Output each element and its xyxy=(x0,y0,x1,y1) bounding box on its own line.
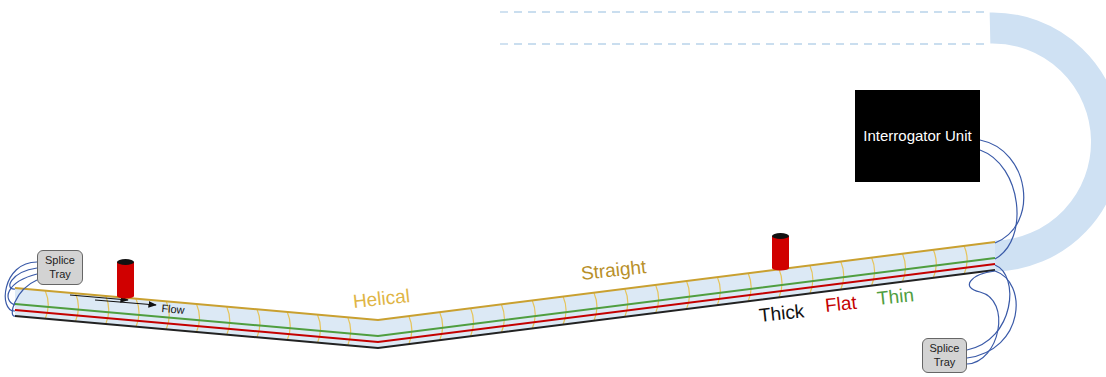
pipe-bend xyxy=(990,28,1106,256)
helical-wrap xyxy=(76,293,79,321)
sensor-cylinder xyxy=(772,233,789,271)
helical-wrap xyxy=(227,307,230,335)
helical-wrap xyxy=(656,285,659,313)
cylinder-top xyxy=(117,259,134,265)
helical-wrap xyxy=(810,265,813,293)
helical-wrap xyxy=(933,250,936,278)
helical-wrap xyxy=(779,269,782,297)
helical-wrap xyxy=(45,291,48,319)
sensor-cylinder xyxy=(117,259,134,299)
flat-fiber xyxy=(15,264,995,342)
helical-fiber xyxy=(15,242,995,320)
helical-wrap xyxy=(717,277,720,305)
dashed-pipe-edge xyxy=(500,11,990,12)
helical-wrap xyxy=(687,281,690,309)
helical-wrap xyxy=(318,315,321,343)
helical-wrap xyxy=(563,297,566,325)
helical-wrap xyxy=(594,293,597,321)
cable xyxy=(967,271,999,364)
node-text: Splice Tray xyxy=(40,254,80,280)
flow-arrow xyxy=(95,300,156,305)
fiber-label: Thick xyxy=(758,301,805,327)
helical-wrap xyxy=(841,262,844,290)
helical-wrap xyxy=(287,312,290,340)
dashed-pipe-edge xyxy=(500,43,990,44)
node-text: Splice Tray xyxy=(925,342,964,368)
node-text: Interrogator Unit xyxy=(863,127,971,145)
cylinder-body xyxy=(117,262,134,296)
helical-wrap xyxy=(257,309,260,337)
fiber-label: Flat xyxy=(824,293,858,317)
cable xyxy=(967,271,1016,358)
helical-wrap xyxy=(625,289,628,317)
interrogator-box: Interrogator Unit xyxy=(855,90,980,182)
cylinder-body xyxy=(772,236,789,268)
cable xyxy=(980,150,1017,259)
helical-wrap xyxy=(872,258,875,286)
helical-wrap xyxy=(440,312,443,340)
cable xyxy=(980,140,1024,243)
helical-wrap xyxy=(348,317,351,345)
cylinder-base xyxy=(772,266,789,271)
fiber-label: Straight xyxy=(580,257,647,285)
fiber-label: Helical xyxy=(352,286,411,313)
cylinder-top xyxy=(772,233,789,239)
helical-wrap xyxy=(902,254,905,282)
helical-wrap xyxy=(197,304,200,332)
splice-tray-box: Splice Tray xyxy=(37,250,83,285)
flow-label: Flow xyxy=(161,302,185,316)
helical-wrap xyxy=(964,246,967,274)
cylinder-base xyxy=(117,294,134,299)
thin-fiber xyxy=(15,258,995,336)
fiber-label: Thin xyxy=(876,285,915,310)
cable xyxy=(12,280,37,316)
helical-wrap xyxy=(409,316,412,344)
helical-wrap xyxy=(501,304,504,332)
helical-wrap xyxy=(532,301,535,329)
helical-wrap xyxy=(748,273,751,301)
helical-wrap xyxy=(106,296,109,324)
splice-tray-box: Splice Tray xyxy=(922,338,967,373)
cable xyxy=(5,262,37,311)
pipe-band xyxy=(15,242,995,348)
helical-wrap xyxy=(471,308,474,336)
thick-fiber xyxy=(15,270,995,348)
